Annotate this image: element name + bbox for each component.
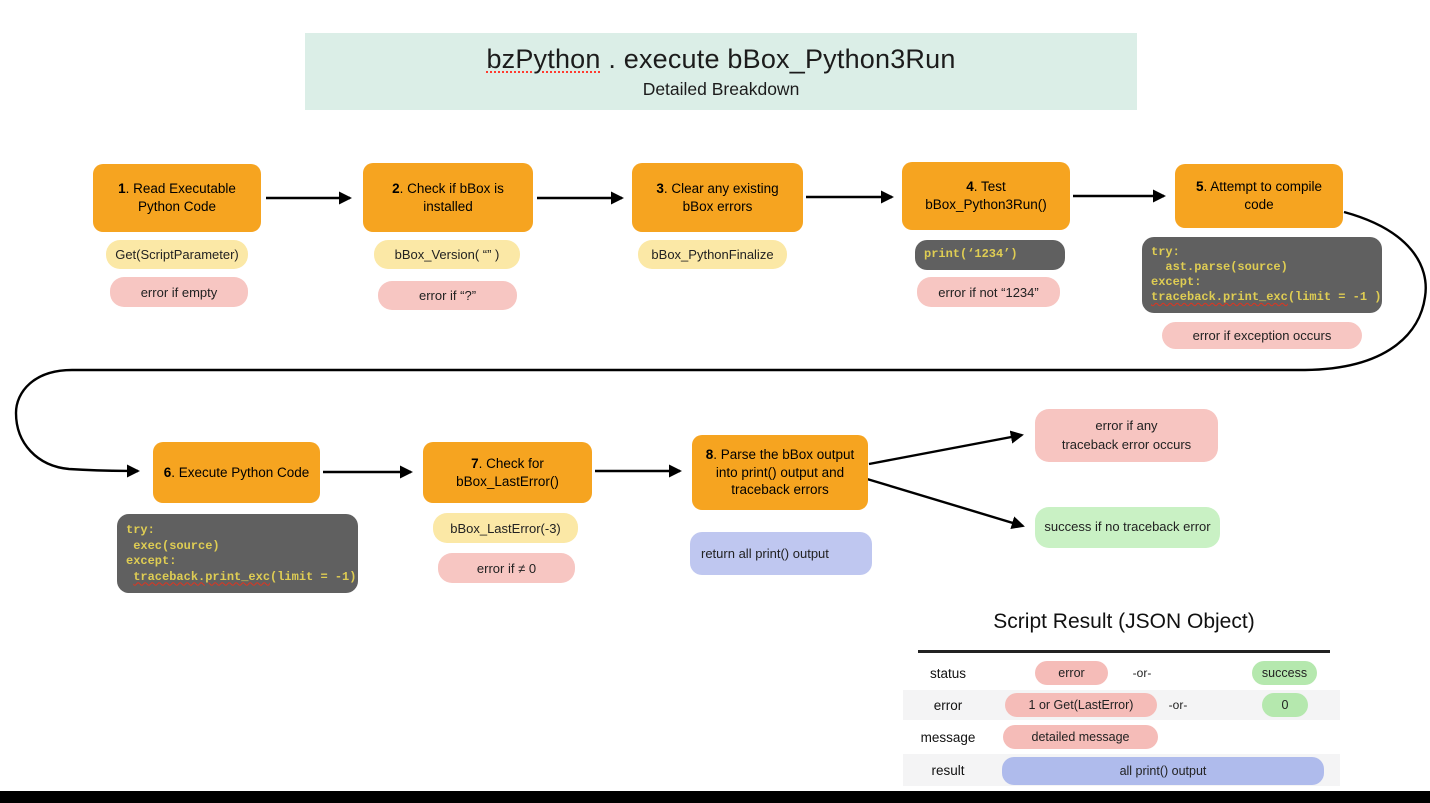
script-result-title: Script Result (JSON Object) <box>993 610 1255 633</box>
step-5-box: 5. Attempt to compile code <box>1175 164 1343 228</box>
arrow-step8-success <box>866 477 1025 530</box>
table-row-message: message detailed message <box>903 722 1340 752</box>
step-1-error-pill: error if empty <box>110 277 248 307</box>
or-separator: -or- <box>1132 666 1152 680</box>
step-7-box: 7. Check for bBox_LastError() <box>423 442 592 503</box>
step-8-return-pill: return all print() output <box>690 532 872 575</box>
step-4-error-pill: error if not “1234” <box>917 277 1060 307</box>
status-error-pill: error <box>1035 661 1108 685</box>
step-3-title: . Clear any existing bBox errors <box>663 180 779 214</box>
step-1-title: . Read Executable Python Code <box>125 181 236 214</box>
step-3-label: 3. Clear any existing bBox errors <box>640 180 795 215</box>
page-title: bzPython . execute bBox_Python3Run <box>486 44 955 75</box>
step-1-label: 1. Read Executable Python Code <box>101 180 253 215</box>
title-rest: . execute bBox_Python3Run <box>600 43 956 74</box>
code-traceback-call: traceback.print_exc <box>133 569 271 584</box>
code-line: except: <box>1151 275 1202 289</box>
step-1-api-pill: Get(ScriptParameter) <box>106 240 248 269</box>
code-line: exec(source) <box>126 538 220 553</box>
row-label: status <box>929 665 967 681</box>
code-line: traceback.print_exc(limit = -1) <box>126 569 356 586</box>
step-3-box: 3. Clear any existing bBox errors <box>632 163 803 232</box>
step-8-number: 8 <box>705 447 714 463</box>
status-success-pill: success <box>1252 661 1317 685</box>
outcome-error-box: error if any traceback error occurs <box>1035 409 1218 462</box>
or-separator: -or- <box>1168 698 1188 712</box>
row-label: result <box>931 762 965 778</box>
step-2-title: . Check if bBox is installed <box>399 180 504 214</box>
step-7-label: 7. Check for bBox_LastError() <box>431 455 584 490</box>
code-line: print(‘1234’) <box>924 247 1018 261</box>
bottom-black-bar <box>0 791 1430 803</box>
step-7-error-pill: error if ≠ 0 <box>438 553 575 583</box>
step-4-code-box: print(‘1234’) <box>915 240 1065 270</box>
error-value-pill: 1 or Get(LastError) <box>1005 693 1157 717</box>
table-rule <box>918 650 1330 653</box>
table-row-result: result all print() output <box>903 754 1340 786</box>
code-line: traceback.print_exc(limit = -1 ) <box>1151 290 1381 305</box>
code-args: (limit = -1 ) <box>1287 290 1382 304</box>
step-7-number: 7 <box>471 455 479 471</box>
title-banner: bzPython . execute bBox_Python3Run Detai… <box>305 33 1137 110</box>
code-line: try: <box>126 523 155 537</box>
code-line: except: <box>126 554 177 568</box>
step-6-title: . Execute Python Code <box>171 464 310 480</box>
step-3-api-pill: bBox_PythonFinalize <box>638 240 787 269</box>
step-7-title: . Check for bBox_LastError() <box>456 455 559 489</box>
step-6-code-box: try: exec(source) except: traceback.prin… <box>117 514 358 593</box>
step-4-label: 4. Test bBox_Python3Run() <box>910 178 1062 213</box>
step-5-number: 5 <box>1195 179 1204 195</box>
outcome-success-box: success if no traceback error <box>1035 507 1220 548</box>
step-7-api-pill: bBox_LastError(-3) <box>433 513 578 543</box>
code-args: (limit = -1) <box>270 569 357 584</box>
step-5-title: . Attempt to compile code <box>1203 179 1323 212</box>
step-4-title: . Test bBox_Python3Run() <box>925 179 1047 212</box>
step-6-box: 6. Execute Python Code <box>153 442 320 503</box>
step-8-label: 8. Parse the bBox output into print() ou… <box>700 446 860 499</box>
step-8-title: . Parse the bBox output into print() out… <box>713 447 855 498</box>
step-5-code-box: try: ast.parse(source) except: traceback… <box>1142 237 1382 313</box>
table-row-status: status error -or- success <box>903 658 1340 688</box>
step-1-number: 1 <box>118 181 126 197</box>
step-8-box: 8. Parse the bBox output into print() ou… <box>692 435 868 510</box>
step-2-error-pill: error if “?” <box>378 281 517 310</box>
step-2-number: 2 <box>392 180 400 196</box>
step-6-number: 6 <box>163 464 172 480</box>
code-traceback-call: traceback.print_exc <box>1151 290 1288 304</box>
step-2-box: 2. Check if bBox is installed <box>363 163 533 232</box>
page-subtitle: Detailed Breakdown <box>642 78 800 99</box>
step-4-box: 4. Test bBox_Python3Run() <box>902 162 1070 230</box>
row-label: message <box>920 729 976 745</box>
step-6-label: 6. Execute Python Code <box>164 464 310 482</box>
step-5-error-pill: error if exception occurs <box>1162 322 1362 349</box>
step-3-number: 3 <box>656 180 664 196</box>
table-row-error: error 1 or Get(LastError) -or- 0 <box>903 690 1340 720</box>
script-result-table: Script Result (JSON Object) status error… <box>903 608 1340 790</box>
code-line: ast.parse(source) <box>1151 260 1288 274</box>
result-output-pill: all print() output <box>1002 757 1324 785</box>
error-zero-pill: 0 <box>1262 693 1308 717</box>
code-line: try: <box>1151 245 1180 259</box>
row-label: error <box>933 697 963 713</box>
message-pill: detailed message <box>1003 725 1158 749</box>
step-4-number: 4 <box>966 179 974 195</box>
step-5-label: 5. Attempt to compile code <box>1183 178 1335 213</box>
step-2-api-pill: bBox_Version( “” ) <box>374 240 520 269</box>
arrow-step8-error <box>868 430 1024 466</box>
step-2-label: 2. Check if bBox is installed <box>371 180 525 215</box>
step-1-box: 1. Read Executable Python Code <box>93 164 261 232</box>
title-word-bzpython: bzPython <box>486 43 601 74</box>
